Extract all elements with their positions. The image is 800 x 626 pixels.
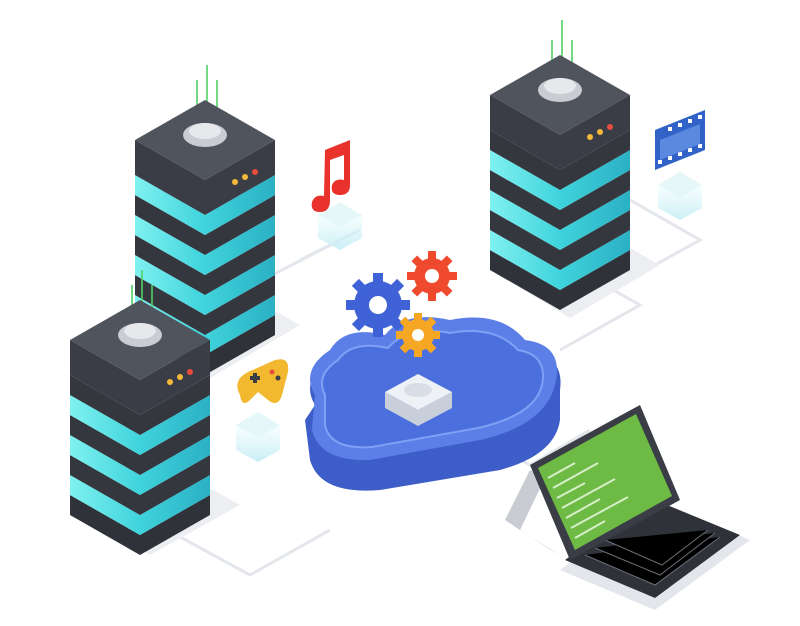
server-rack-icon	[490, 20, 630, 310]
gear-icon	[346, 273, 410, 337]
laptop-icon	[505, 405, 750, 610]
gear-icon	[407, 251, 457, 301]
music-note-icon	[311, 140, 362, 250]
gear-icon	[396, 313, 440, 357]
cloud-icon	[305, 317, 561, 491]
server-rack-icon	[70, 270, 210, 555]
gamepad-icon	[236, 359, 289, 462]
film-strip-icon	[655, 110, 705, 220]
